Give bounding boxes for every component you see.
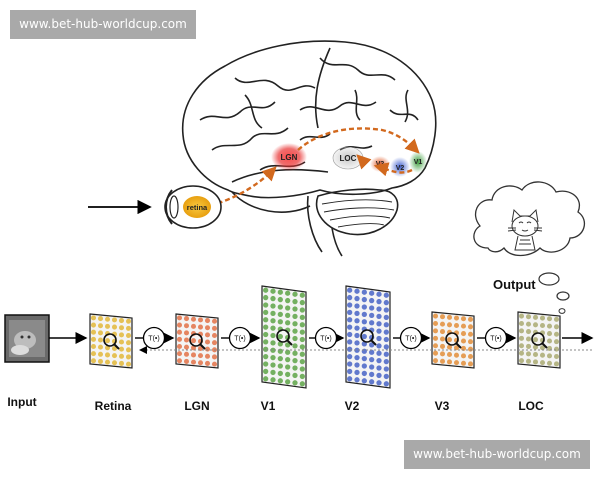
transform-symbol: T(•) [234,336,245,343]
transform-connector: T(•) [135,326,175,350]
loc-region-label: LOC [340,154,357,163]
stage-label-retina: Retina [95,399,132,413]
transform-connector: T(•) [221,326,261,350]
feature-map-retina [89,313,133,369]
retina-spot [183,196,211,218]
transform-symbol: T(•) [405,336,416,343]
input-image [4,314,50,363]
transform-connector: T(•) [393,326,431,350]
feature-map-v1 [261,285,307,389]
watermark-top: www.bet-hub-worldcup.com [10,10,196,39]
stage-label-v2: V2 [345,399,360,413]
stage-label-v1: V1 [261,399,276,413]
watermark-bottom: www.bet-hub-worldcup.com [404,440,590,469]
lgn-region-label: LGN [281,153,298,162]
transform-connector: T(•) [477,326,517,350]
stage-label-v3: V3 [435,399,450,413]
v2-region-label: V2 [396,165,405,172]
cat-icon [507,208,543,251]
feature-map-lgn [175,313,219,369]
thought-cloud [473,181,586,314]
model-pipeline: T(•) T(•) T(•) T(•) T(•) Input Retina LGN V1 V2 V… [4,285,594,413]
transform-symbol: T(•) [320,336,331,343]
retina-region-label: retina [187,203,208,212]
feature-map-v2 [345,285,391,389]
v1-region-label: V1 [414,159,423,166]
brain-illustration [181,40,437,257]
transform-symbol: T(•) [148,336,159,343]
stage-label-lgn: LGN [184,399,209,413]
output-label: Output [493,277,536,292]
transform-symbol: T(•) [490,336,501,343]
transform-connector: T(•) [309,326,345,350]
feature-map-loc [517,311,561,369]
eye-illustration: retina [164,185,222,229]
feature-map-v3 [431,311,475,369]
stage-label-input: Input [7,395,36,409]
stage-label-loc: LOC [518,399,544,413]
v1-glow [409,151,427,173]
visual-pathway-arrows [209,127,420,208]
